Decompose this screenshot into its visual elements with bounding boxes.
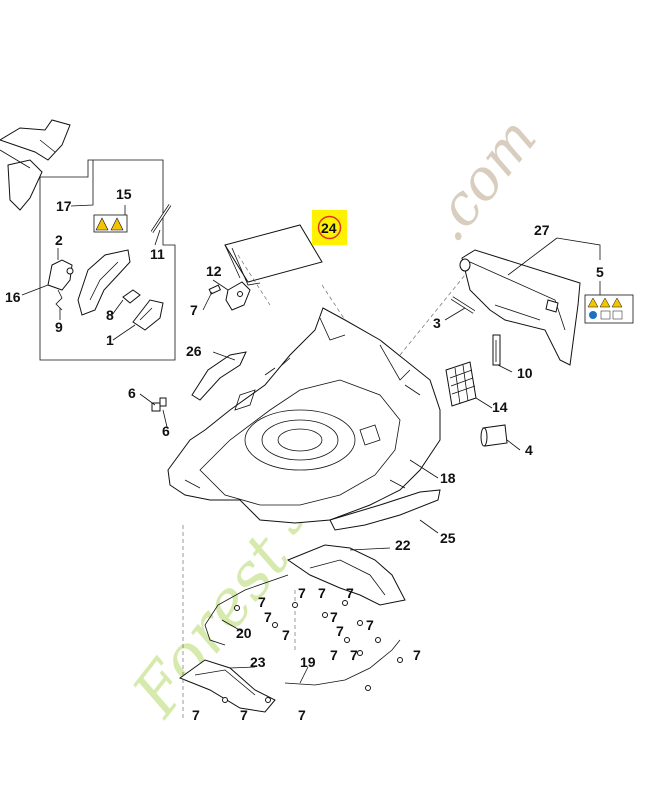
label-7c: 7 — [298, 585, 306, 601]
label-14: 14 — [492, 399, 508, 415]
hinge-12 — [225, 281, 251, 311]
label-7i: 7 — [336, 623, 344, 639]
label-11: 11 — [150, 246, 165, 262]
label-16: 16 — [5, 289, 21, 305]
label-4: 4 — [525, 442, 533, 458]
label-7o: 7 — [240, 707, 248, 723]
warning-triangle-icon — [611, 297, 623, 308]
label-22: 22 — [395, 537, 411, 553]
watermark-com: .com — [415, 106, 550, 253]
warning-triangle-icon — [587, 297, 599, 308]
screw — [208, 284, 222, 295]
label-7l: 7 — [350, 647, 358, 663]
label-18: 18 — [440, 470, 456, 486]
label-20: 20 — [236, 625, 252, 641]
warning-triangle-icon — [110, 217, 124, 231]
label-7f: 7 — [264, 609, 272, 625]
label-8: 8 — [106, 307, 114, 323]
label-7d: 7 — [318, 585, 326, 601]
warning-decal-5 — [584, 294, 634, 324]
label-1: 1 — [106, 332, 114, 348]
label-15: 15 — [116, 186, 132, 202]
label-19: 19 — [300, 654, 316, 670]
label-7m: 7 — [413, 647, 421, 663]
warning-triangle-icon — [599, 297, 611, 308]
strap-20 — [204, 574, 289, 646]
bracket-23 — [178, 659, 276, 713]
plate-22 — [286, 544, 406, 606]
label-7h: 7 — [282, 627, 290, 643]
label-6b: 6 — [162, 423, 170, 439]
strap-19 — [284, 639, 401, 686]
part-24-plate — [224, 210, 347, 286]
mandatory-icon — [589, 311, 597, 319]
handle-kit-box — [39, 159, 176, 361]
label-24: 24 — [321, 220, 337, 236]
highlight-circle — [317, 215, 342, 240]
alignment-lines — [182, 254, 466, 720]
label-26: 26 — [186, 343, 202, 359]
rod-3 — [450, 296, 476, 314]
label-7b: 7 — [258, 594, 266, 610]
label-27: 27 — [534, 222, 550, 238]
label-23: 23 — [250, 654, 266, 670]
label-3: 3 — [433, 315, 441, 331]
label-6: 6 — [128, 385, 136, 401]
side-cover-26 — [191, 351, 247, 401]
grass-bag-frame — [0, 119, 71, 211]
spring-10 — [492, 334, 501, 366]
fasteners — [222, 600, 403, 703]
label-7: 7 — [190, 302, 198, 318]
warning-triangle-icon — [95, 217, 109, 231]
leader-lines — [21, 177, 601, 684]
label-25: 25 — [440, 530, 456, 546]
label-7e: 7 — [346, 585, 354, 601]
label-2: 2 — [55, 232, 63, 248]
label-7g: 7 — [330, 609, 338, 625]
label-7p: 7 — [298, 707, 306, 723]
label-12: 12 — [206, 263, 222, 279]
label-17: 17 — [56, 198, 72, 214]
label-10: 10 — [517, 365, 533, 381]
rear-flap — [459, 249, 581, 366]
grid-14 — [445, 361, 477, 407]
label-9: 9 — [55, 319, 63, 335]
label-7n: 7 — [192, 707, 200, 723]
label-7j: 7 — [366, 617, 374, 633]
cap-4 — [480, 424, 508, 447]
bumper-25 — [329, 489, 441, 531]
part-labels: 24 27 5 17 15 2 11 16 8 9 1 12 7 3 26 10… — [5, 186, 604, 723]
label-7k: 7 — [330, 647, 338, 663]
label-5: 5 — [596, 264, 604, 280]
mower-deck — [167, 307, 441, 524]
screw-6 — [151, 397, 167, 412]
